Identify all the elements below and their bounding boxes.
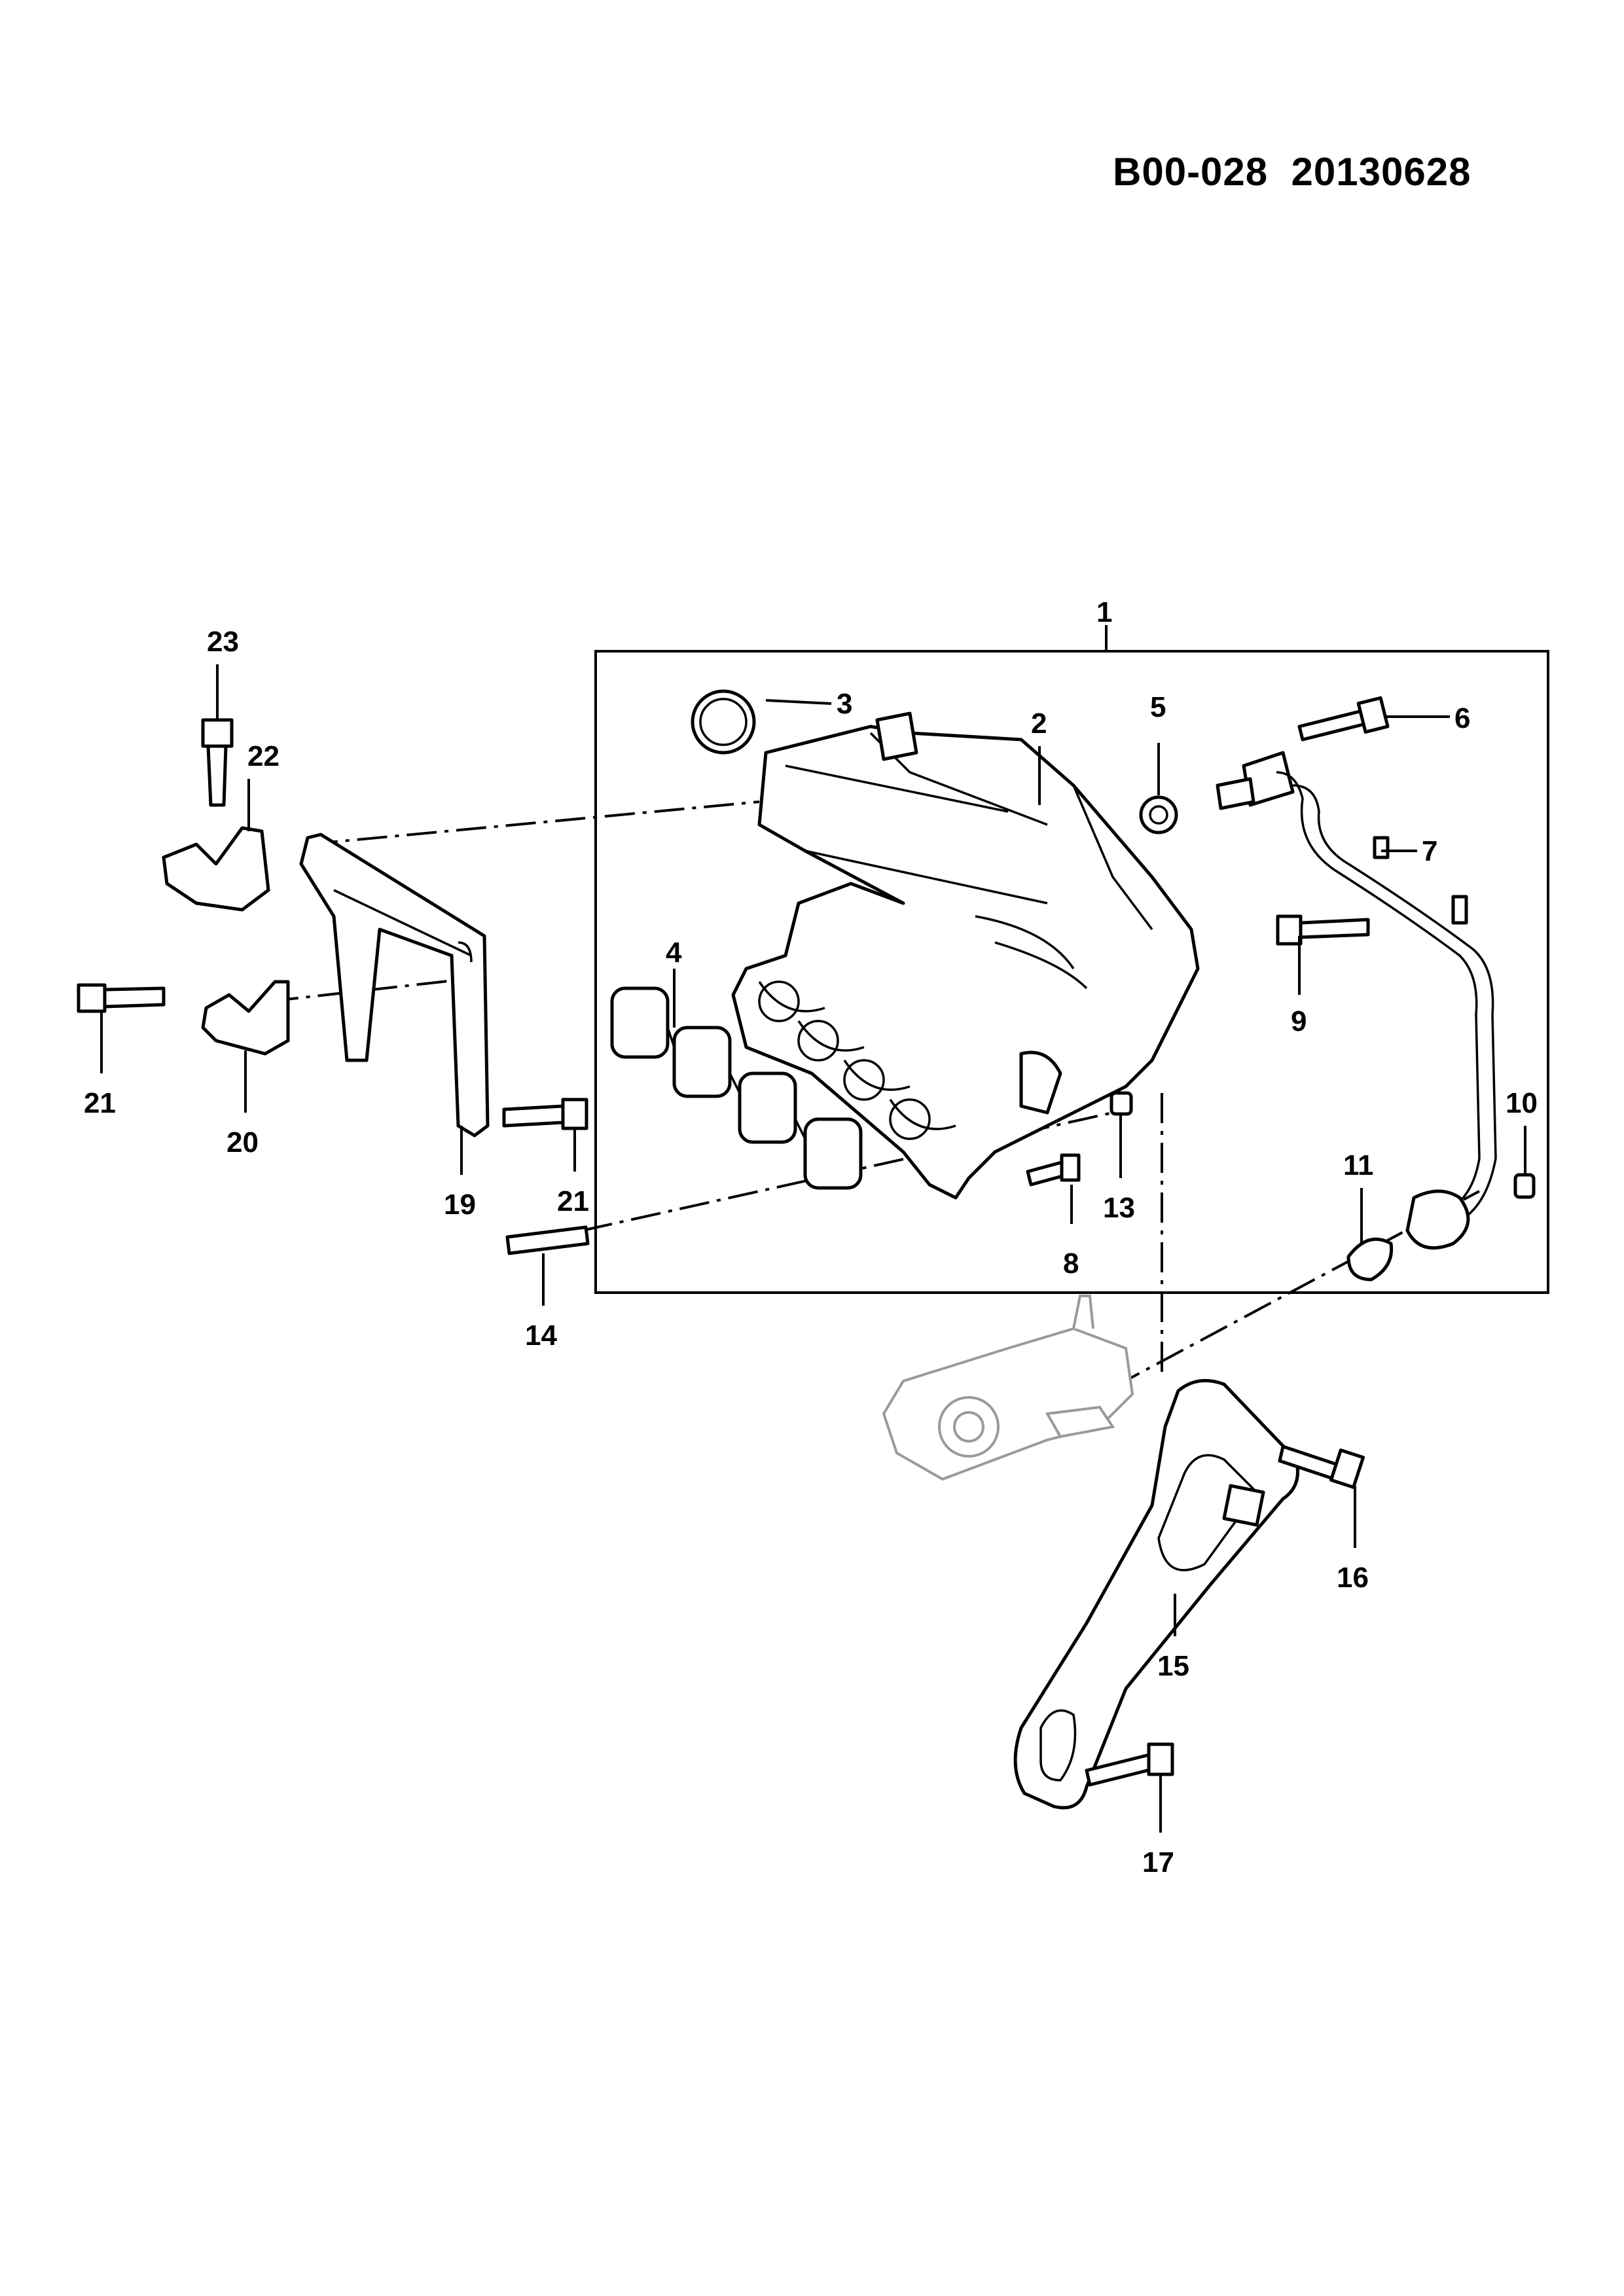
stud-14 bbox=[505, 1225, 590, 1255]
callout-23: 23 bbox=[207, 626, 239, 658]
callout-21-right: 21 bbox=[557, 1185, 589, 1217]
support-bracket-15 bbox=[1013, 1378, 1299, 1810]
callout-4: 4 bbox=[666, 937, 682, 969]
callout-1: 1 bbox=[1096, 596, 1112, 628]
callout-19: 19 bbox=[444, 1189, 476, 1221]
bolt-23 bbox=[201, 718, 234, 807]
callout-6: 6 bbox=[1454, 702, 1470, 734]
callout-9: 9 bbox=[1291, 1005, 1307, 1037]
callout-11: 11 bbox=[1343, 1149, 1374, 1181]
callout-16: 16 bbox=[1337, 1562, 1369, 1594]
callout-2: 2 bbox=[1031, 708, 1047, 740]
bolt-9 bbox=[1276, 914, 1370, 946]
assembly-frame bbox=[594, 650, 1549, 1294]
leader-lines bbox=[100, 625, 1526, 1833]
callout-labels: 1 2 3 4 5 6 7 8 9 10 11 13 14 15 16 17 1… bbox=[84, 596, 1538, 1878]
clip-20 bbox=[201, 980, 290, 1056]
throttle-body-reference bbox=[882, 1295, 1134, 1481]
intake-manifold bbox=[731, 711, 1200, 1200]
vacuum-pipe bbox=[1216, 751, 1497, 1250]
bolt-8 bbox=[1026, 1153, 1081, 1187]
callout-21-left: 21 bbox=[84, 1087, 116, 1119]
callout-15: 15 bbox=[1157, 1650, 1189, 1682]
callout-5: 5 bbox=[1150, 691, 1166, 723]
bolt-16 bbox=[1278, 1444, 1365, 1489]
callout-8: 8 bbox=[1063, 1247, 1079, 1280]
bolt-6 bbox=[1297, 696, 1390, 742]
bolt-21-left bbox=[77, 983, 166, 1013]
callout-10: 10 bbox=[1506, 1087, 1538, 1119]
callout-22: 22 bbox=[247, 740, 280, 772]
callout-14: 14 bbox=[525, 1319, 557, 1352]
diagram-id: B00-028 bbox=[1113, 150, 1269, 194]
callout-17: 17 bbox=[1142, 1846, 1174, 1878]
flange-gasket-11 bbox=[1346, 1237, 1394, 1282]
diagram-date: 20130628 bbox=[1291, 150, 1471, 194]
clip-22 bbox=[162, 826, 270, 912]
callout-20: 20 bbox=[226, 1126, 259, 1158]
port-gaskets bbox=[610, 986, 863, 1190]
callout-3: 3 bbox=[837, 688, 852, 720]
nut-13 bbox=[1110, 1091, 1133, 1116]
diagram-code: B00-028 20130628 bbox=[1113, 149, 1471, 194]
nut-10 bbox=[1513, 1173, 1536, 1199]
bolt-21-right bbox=[502, 1098, 588, 1130]
o-ring-gasket bbox=[691, 689, 756, 755]
callout-7: 7 bbox=[1422, 835, 1437, 867]
support-bracket-19 bbox=[299, 833, 490, 1138]
washer bbox=[1139, 795, 1178, 834]
callout-13: 13 bbox=[1103, 1192, 1135, 1224]
